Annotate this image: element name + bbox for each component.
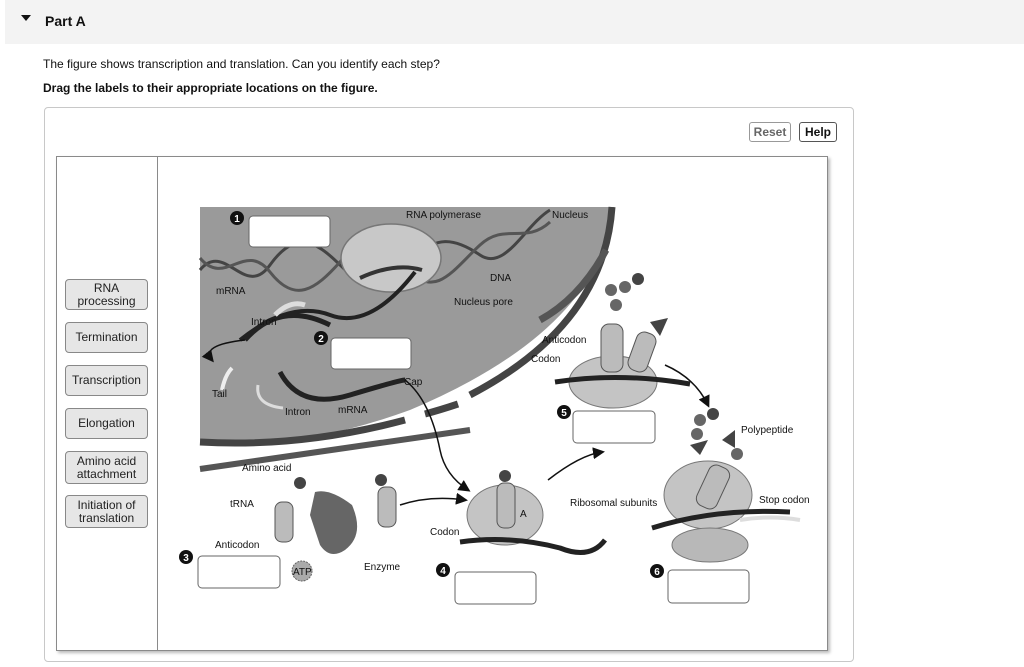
annotation-mrna-2: mRNA (338, 405, 368, 416)
step-number-1: 1 (234, 214, 240, 225)
annotation-nucleus-pore: Nucleus pore (454, 297, 513, 308)
drop-target-2[interactable] (330, 337, 412, 370)
drop-target-3[interactable] (197, 555, 281, 589)
annotation-tail: Tail (212, 389, 227, 400)
annotation-dna: DNA (490, 273, 511, 284)
label-column-divider (157, 156, 158, 651)
draggable-label-amino-acid-attachment[interactable]: Amino acid attachment (65, 451, 148, 484)
nucleus-shape (199, 206, 616, 472)
drop-targets[interactable] (197, 215, 750, 605)
annotation-anticodon-top: Anticodon (542, 335, 586, 346)
annotation-trna: tRNA (230, 499, 254, 510)
annotation-intron-1: Intron (251, 317, 277, 328)
initiation-ribosome (459, 364, 710, 555)
drop-target-6[interactable] (667, 569, 750, 604)
drop-target-4[interactable] (454, 571, 537, 605)
draggable-label-initiation-of-translation[interactable]: Initiation of translation (65, 495, 148, 528)
collapse-caret-icon[interactable] (21, 15, 31, 21)
draggable-label-elongation[interactable]: Elongation (65, 408, 148, 439)
trna-and-enzyme (274, 474, 468, 582)
annotation-nucleus: Nucleus (552, 210, 588, 221)
annotation-codon-mid: Codon (430, 527, 459, 538)
drop-target-1[interactable] (248, 215, 331, 248)
step-number-5: 5 (561, 408, 567, 419)
annotation-cap: Cap (404, 377, 423, 388)
annotation-polypeptide: Polypeptide (741, 425, 794, 436)
step-number-badges: 1 2 3 4 5 6 (179, 211, 664, 578)
question-instruction: Drag the labels to their appropriate loc… (43, 81, 378, 95)
transcription-translation-figure: 1 2 3 4 5 6 RNA polymerase Nucleus DNA m… (179, 206, 810, 605)
pre-mrna-processing (201, 301, 471, 492)
help-button[interactable]: Help (799, 122, 837, 142)
draggable-label-rna-processing[interactable]: RNA processing (65, 279, 148, 310)
draggable-label-transcription[interactable]: Transcription (65, 365, 148, 396)
annotation-anticodon-bottom: Anticodon (215, 540, 259, 551)
part-title: Part A (45, 13, 86, 29)
annotation-rna-polymerase: RNA polymerase (406, 210, 481, 221)
annotation-atp: ATP (293, 567, 312, 578)
drop-target-5[interactable] (572, 410, 656, 444)
polypeptide-ribosome (651, 408, 801, 563)
draggable-label-termination[interactable]: Termination (65, 322, 148, 353)
top-ribosome (554, 273, 691, 409)
annotation-ribosomal-subunits: Ribosomal subunits (570, 498, 657, 509)
annotation-ribosome-a-site: A (520, 509, 527, 520)
step-number-6: 6 (654, 567, 660, 578)
step-number-3: 3 (183, 553, 189, 564)
part-header[interactable]: Part A (5, 0, 1024, 44)
step-number-2: 2 (318, 334, 324, 345)
annotation-amino-acid: Amino acid (242, 463, 291, 474)
step-number-4: 4 (440, 566, 446, 577)
annotation-stop-codon: Stop codon (759, 495, 810, 506)
reset-button[interactable]: Reset (749, 122, 791, 142)
annotation-mrna-1: mRNA (216, 286, 246, 297)
question-prompt: The figure shows transcription and trans… (43, 57, 440, 71)
annotation-codon-top: Codon (531, 354, 560, 365)
annotation-intron-2: Intron (285, 407, 311, 418)
annotation-enzyme: Enzyme (364, 562, 401, 573)
figure-annotations: RNA polymerase Nucleus DNA mRNA Nucleus … (212, 210, 810, 578)
